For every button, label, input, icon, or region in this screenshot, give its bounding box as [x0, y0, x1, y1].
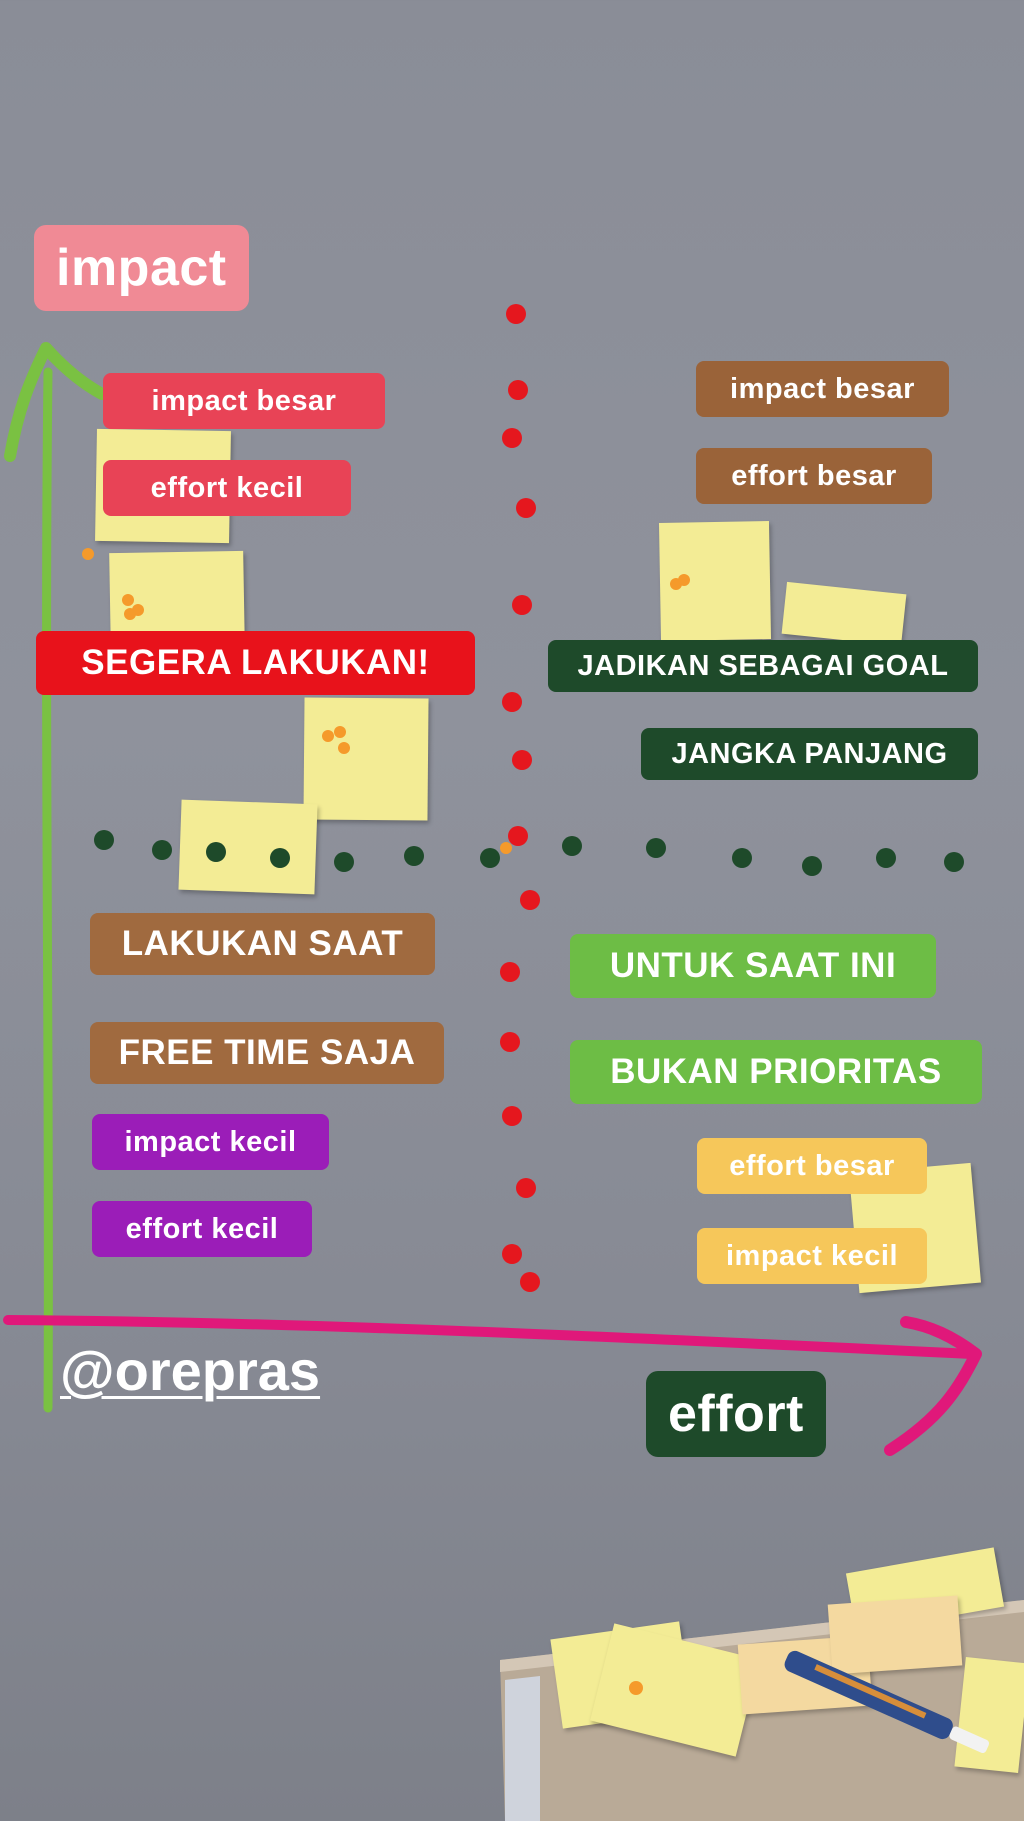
bottom-right-effort-tag: effort besar: [697, 1138, 927, 1194]
effort-axis-line: [3, 1315, 977, 1359]
impact-axis-line: [42, 367, 53, 1413]
bottom-left-action-line2: FREE TIME SAJA: [90, 1022, 444, 1084]
top-right-action-line1: JADIKAN SEBAGAI GOAL: [548, 640, 978, 692]
bottom-right-action-line2: BUKAN PRIORITAS: [570, 1040, 982, 1104]
top-right-impact-tag: impact besar: [696, 361, 949, 417]
effort-axis-label: effort: [646, 1371, 826, 1457]
top-left-effort-tag: effort kecil: [103, 460, 351, 516]
bottom-right-action-line1: UNTUK SAAT INI: [570, 934, 936, 998]
bottom-left-action-line1: LAKUKAN SAAT: [90, 913, 435, 975]
marker-pen: [784, 1650, 990, 1753]
bottom-left-impact-tag: impact kecil: [92, 1114, 329, 1170]
bottom-right-impact-tag: impact kecil: [697, 1228, 927, 1284]
effort-axis-arrowhead: [884, 1316, 982, 1456]
top-right-effort-tag: effort besar: [696, 448, 932, 504]
top-left-impact-tag: impact besar: [103, 373, 385, 429]
desk-side: [505, 1676, 540, 1821]
top-left-action-label: SEGERA LAKUKAN!: [36, 631, 475, 695]
impact-axis-arrowhead: [4, 342, 108, 462]
horizontal-divider-dots: [94, 830, 964, 876]
top-right-action-line2: JANGKA PANJANG: [641, 728, 978, 780]
vertical-divider-dots: [500, 304, 540, 1292]
impact-axis-label: impact: [34, 225, 249, 311]
orange-dot-stickers: [82, 548, 690, 1695]
author-handle: @orepras: [60, 1339, 321, 1402]
bottom-left-effort-tag: effort kecil: [92, 1201, 312, 1257]
